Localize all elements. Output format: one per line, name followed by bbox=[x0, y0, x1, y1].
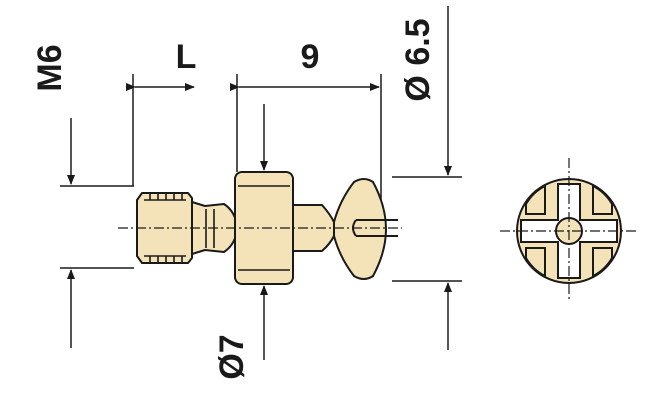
collar-diameter-label: Ø7 bbox=[213, 334, 251, 379]
threaded-end bbox=[136, 192, 193, 264]
thread-details bbox=[144, 185, 290, 271]
bolt-side-view bbox=[136, 171, 387, 285]
end-view-centerlines bbox=[500, 158, 639, 302]
shank-length-label: 9 bbox=[301, 38, 320, 76]
dimension-lines bbox=[60, 6, 462, 360]
head-diameter-label: Ø 6.5 bbox=[399, 18, 437, 101]
length-label: L bbox=[176, 38, 197, 76]
bolt-head bbox=[333, 178, 387, 280]
thread-size-label: M6 bbox=[31, 44, 69, 91]
